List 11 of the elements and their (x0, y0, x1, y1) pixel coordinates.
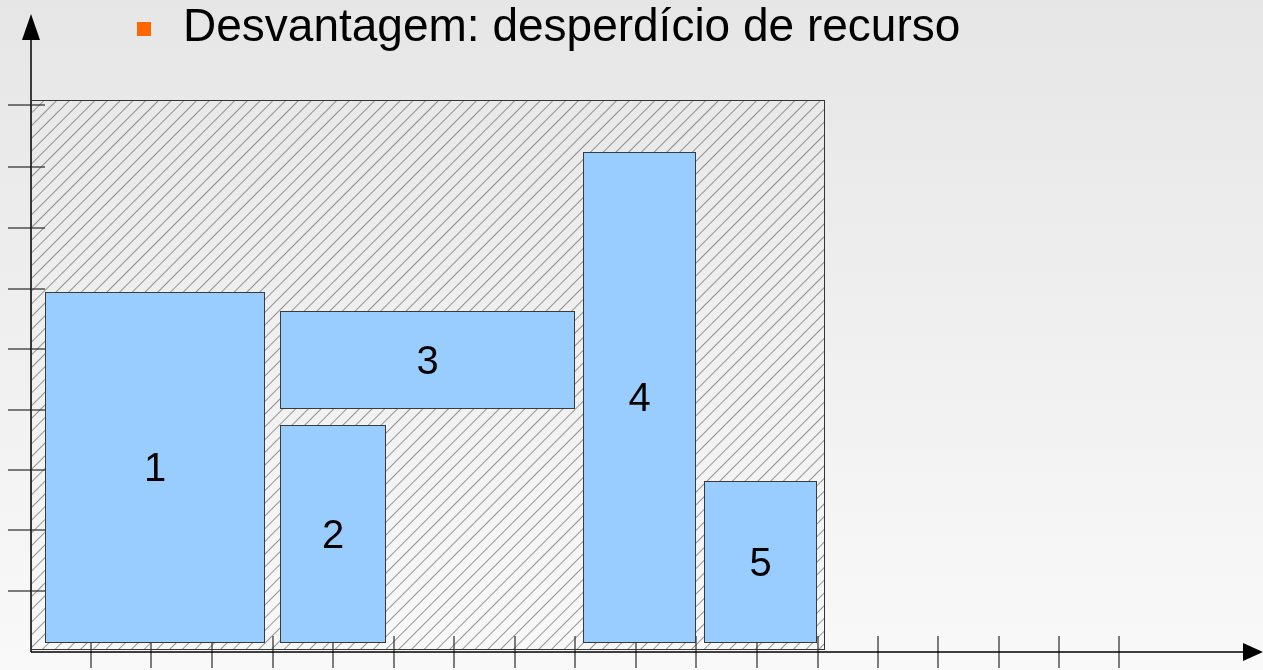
bullet-text: Desvantagem: desperdício de recurso (183, 0, 961, 52)
block (583, 152, 696, 643)
block-number: 3 (416, 337, 439, 383)
block-number: 1 (143, 445, 167, 490)
block (280, 425, 386, 643)
block (280, 311, 575, 409)
block-number: 5 (749, 539, 772, 585)
block-number: 4 (628, 375, 651, 420)
block (704, 481, 817, 643)
block-number: 2 (321, 511, 345, 557)
block (45, 292, 265, 643)
